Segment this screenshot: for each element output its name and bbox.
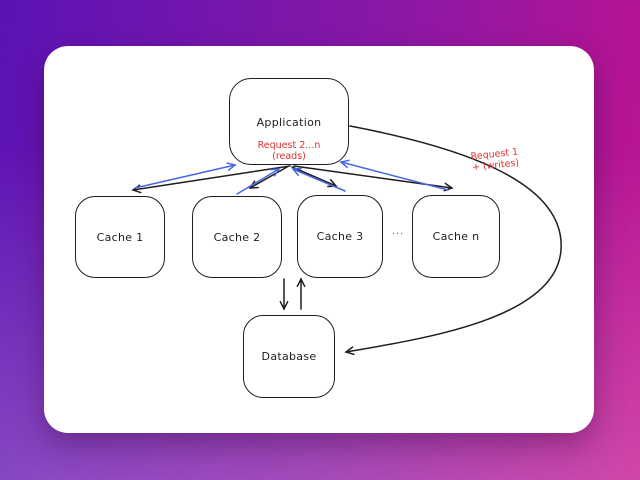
cache-1-node: Cache 1: [75, 196, 165, 278]
cache-n-label: Cache n: [432, 230, 480, 243]
reads-annotation-line2: (reads): [272, 151, 306, 162]
cache-ellipsis: ...: [391, 226, 405, 237]
cache-3-node: Cache 3: [297, 195, 383, 278]
reads-annotation-line1: Request 2...n: [257, 140, 321, 151]
cache-2-label: Cache 2: [213, 230, 261, 244]
cache-2-node: Cache 2: [192, 196, 282, 278]
cache-1-label: Cache 1: [96, 230, 144, 244]
database-node: Database: [243, 315, 335, 398]
cache-3-label: Cache 3: [316, 230, 364, 243]
reads-annotation: Request 2...n (reads): [239, 140, 339, 162]
application-label: Application: [256, 116, 322, 129]
application-node: Application: [229, 78, 349, 165]
database-label: Database: [261, 350, 317, 363]
cache-n-node: Cache n: [412, 195, 500, 278]
